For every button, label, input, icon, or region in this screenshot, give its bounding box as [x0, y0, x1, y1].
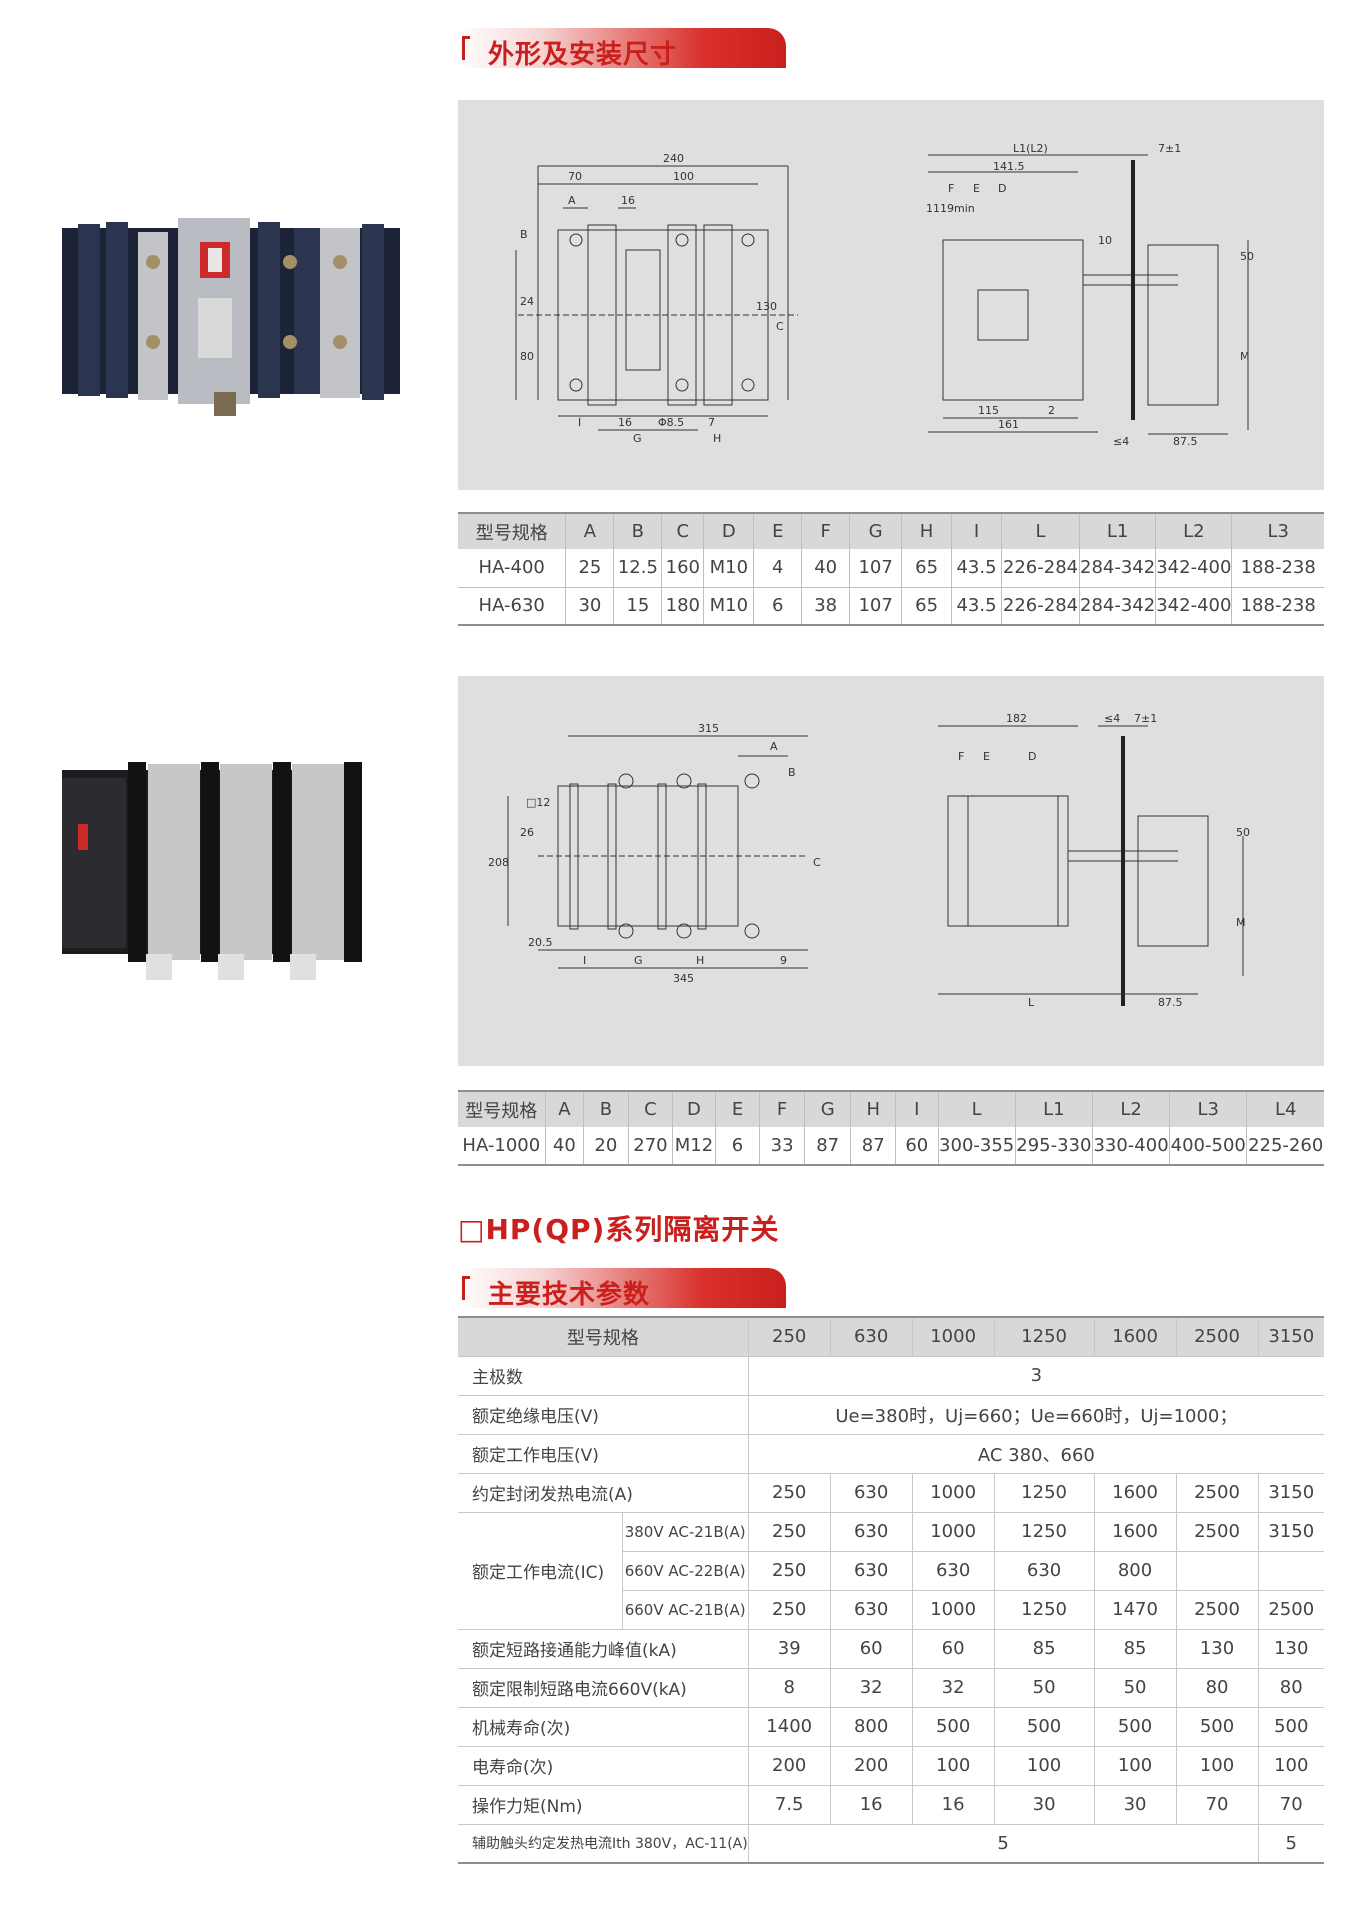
header-tick-icon — [462, 1276, 470, 1300]
table-row: 额定工作电压(V) AC 380、660 — [458, 1433, 1324, 1474]
col-header: 型号规格 — [475, 522, 548, 544]
svg-text:L1(L2): L1(L2) — [1013, 142, 1048, 155]
col-header: B — [613, 513, 662, 549]
svg-text:315: 315 — [698, 722, 719, 735]
svg-text:B: B — [520, 228, 528, 241]
svg-text:A: A — [770, 740, 778, 753]
svg-text:16: 16 — [618, 416, 632, 429]
svg-text:100: 100 — [673, 170, 694, 183]
svg-text:115: 115 — [978, 404, 999, 417]
svg-text:G: G — [634, 954, 643, 967]
svg-text:□12: □12 — [526, 796, 550, 809]
svg-text:11: 11 — [926, 202, 940, 215]
svg-text:182: 182 — [1006, 712, 1027, 725]
col-header: E — [753, 513, 802, 549]
svg-text:≤4: ≤4 — [1104, 712, 1120, 725]
svg-text:24: 24 — [520, 295, 534, 308]
svg-text:H: H — [696, 954, 704, 967]
svg-text:I: I — [583, 954, 586, 967]
svg-text:345: 345 — [673, 972, 694, 985]
svg-text:F: F — [948, 182, 954, 195]
svg-text:C: C — [813, 856, 821, 869]
svg-text:50: 50 — [1240, 250, 1254, 263]
svg-text:10: 10 — [1098, 234, 1112, 247]
col-header: H — [901, 513, 952, 549]
col-header: A — [565, 513, 614, 549]
svg-text:26: 26 — [520, 826, 534, 839]
section-title: 主要技术参数 — [488, 1280, 651, 1310]
switch-photo-ha1000 — [62, 762, 362, 980]
svg-text:87.5: 87.5 — [1173, 435, 1198, 448]
series-title: □HP(QP)系列隔离开关 — [458, 1213, 780, 1246]
svg-text:D: D — [1028, 750, 1036, 763]
table-row: 主极数 3 — [458, 1355, 1324, 1396]
svg-text:D: D — [998, 182, 1006, 195]
svg-text:87.5: 87.5 — [1158, 996, 1183, 1009]
section-title: 外形及安装尺寸 — [488, 40, 678, 70]
svg-text:16: 16 — [621, 194, 635, 207]
svg-text:141.5: 141.5 — [993, 160, 1025, 173]
svg-text:B: B — [788, 766, 796, 779]
svg-text:E: E — [973, 182, 980, 195]
svg-text:7: 7 — [708, 416, 715, 429]
svg-text:I: I — [578, 416, 581, 429]
svg-text:A: A — [568, 194, 576, 207]
col-header: F — [801, 513, 850, 549]
svg-text:208: 208 — [488, 856, 509, 869]
svg-text:19min: 19min — [940, 202, 975, 215]
switch-photo-ha400 — [62, 218, 400, 416]
col-header: L — [1001, 513, 1080, 549]
svg-text:C: C — [776, 320, 784, 333]
svg-text:≤4: ≤4 — [1113, 435, 1129, 448]
col-header: L2 — [1155, 513, 1232, 549]
technical-parameters-table: 型号规格 250 630 1000 1250 1600 2500 3150 主极… — [458, 1316, 1324, 1864]
dimension-drawing-ha400: 240 70 100 A 16 B 24 80 130 C I 16 Φ8.5 … — [458, 100, 1324, 490]
col-header: L3 — [1231, 513, 1324, 549]
col-header: G — [849, 513, 902, 549]
svg-text:161: 161 — [998, 418, 1019, 431]
svg-text:20.5: 20.5 — [528, 936, 553, 949]
svg-text:7±1: 7±1 — [1158, 142, 1181, 155]
dimension-table-ha1000: 型号规格 A B C D E F G H I L L1 L2 L3 L4 HA-… — [458, 1090, 1324, 1166]
svg-text:130: 130 — [756, 300, 777, 313]
svg-text:F: F — [958, 750, 964, 763]
header-tick-icon — [462, 36, 470, 60]
col-header: D — [703, 513, 754, 549]
svg-text:80: 80 — [520, 350, 534, 363]
svg-text:240: 240 — [663, 152, 684, 165]
svg-text:50: 50 — [1236, 826, 1250, 839]
svg-text:E: E — [983, 750, 990, 763]
svg-text:G: G — [633, 432, 642, 445]
svg-text:H: H — [713, 432, 721, 445]
col-header: I — [951, 513, 1002, 549]
dimension-drawing-ha1000: 315 A B □12 26 208 C 20.5 I G H 9 345 18… — [458, 676, 1324, 1066]
svg-text:M: M — [1240, 350, 1250, 363]
svg-text:2: 2 — [1048, 404, 1055, 417]
col-header: L1 — [1078, 513, 1156, 549]
dimension-table-ha400-ha630: 型号规格 A B C D E F G H I L L1 L2 L3 HA-400… — [458, 512, 1324, 626]
svg-text:Φ8.5: Φ8.5 — [658, 416, 684, 429]
svg-text:M: M — [1236, 916, 1246, 929]
section-header-parameters: 主要技术参数 — [458, 1268, 786, 1310]
table-row: 额定绝缘电压(V) Ue=380时，Uj=660；Ue=660时，Uj=1000… — [458, 1394, 1324, 1435]
svg-text:7±1: 7±1 — [1134, 712, 1157, 725]
svg-text:L: L — [1028, 996, 1035, 1009]
svg-text:9: 9 — [780, 954, 787, 967]
col-header: C — [661, 513, 704, 549]
section-header-dimensions: 外形及安装尺寸 — [458, 28, 786, 70]
table-row: 辅助触头约定发热电流Ith 380V，AC-11(A) 5 5 — [458, 1823, 1324, 1864]
svg-text:70: 70 — [568, 170, 582, 183]
